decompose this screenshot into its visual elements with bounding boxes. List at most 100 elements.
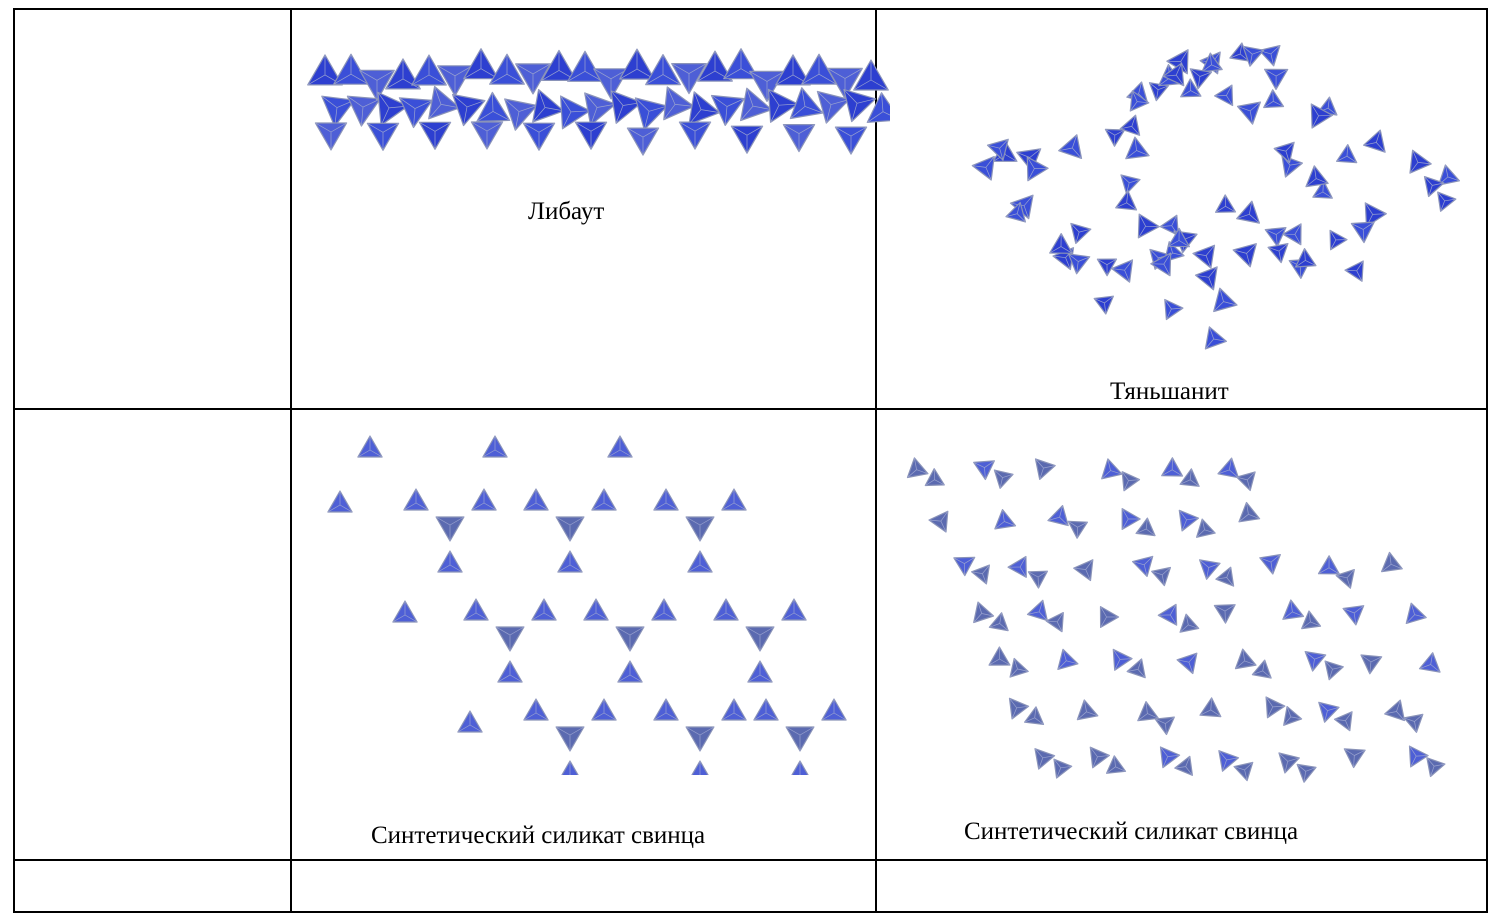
tetrahedron-edge — [1301, 610, 1321, 629]
tetrahedron-edge — [452, 94, 486, 126]
tetrahedron-icon — [1242, 45, 1265, 67]
tetrahedron-edge — [1101, 458, 1123, 480]
tetrahedron-icon — [1218, 750, 1240, 772]
tetrahedron-edge — [591, 489, 617, 511]
tetrahedron-edge — [482, 436, 508, 458]
tetrahedron-edge — [1149, 82, 1169, 101]
tetrahedron-icon — [1076, 699, 1099, 721]
tetrahedron-edge — [411, 55, 447, 86]
tetrahedron-icon — [1409, 149, 1432, 174]
tetrahedron-edge — [740, 88, 772, 121]
tetrahedron-edge — [685, 726, 715, 751]
table-border-right — [1486, 8, 1488, 913]
tetrahedron-edge — [523, 489, 549, 511]
tetrahedron-icon — [988, 612, 1009, 632]
tetrahedron-edge — [790, 87, 823, 119]
lead-silicate-figure-2 — [906, 457, 1446, 783]
tetrahedron-edge — [1406, 603, 1427, 624]
tetrahedron-edge — [1267, 243, 1289, 263]
tetrahedron-edge — [333, 54, 369, 85]
tetrahedron-edge — [1090, 746, 1110, 768]
tetrahedron-edge — [463, 599, 489, 621]
tetrahedron-edge — [399, 97, 433, 128]
tetrahedron-edge — [1252, 660, 1272, 679]
tetrahedron-edge — [1278, 752, 1300, 774]
tetrahedron-edge — [1304, 651, 1326, 672]
tetrahedron-edge — [1236, 471, 1256, 491]
tetrahedron-edge — [1160, 746, 1180, 768]
tetrahedron-edge — [1057, 649, 1078, 670]
tetrahedron-icon — [532, 88, 565, 123]
column-divider-2 — [875, 8, 877, 913]
tetrahedron-edge — [1174, 756, 1193, 776]
tetrahedron-edge — [928, 511, 949, 533]
tetrahedron-edge — [994, 509, 1016, 530]
tetrahedron-edge — [1097, 258, 1117, 276]
tetrahedron-icon — [740, 87, 773, 122]
tetrahedron-icon — [1408, 745, 1429, 768]
tetrahedron-edge — [1282, 223, 1302, 245]
tetrahedron-edge — [843, 89, 876, 122]
tetrahedron-icon — [1058, 134, 1083, 159]
tetrahedron-edge — [1005, 202, 1026, 223]
tetrahedron-edge — [627, 127, 659, 156]
tetrahedron-edge — [1403, 714, 1424, 733]
tetrahedron-edge — [515, 63, 551, 94]
tetrahedron-edge — [437, 551, 463, 573]
tetrahedron-icon — [1333, 711, 1353, 732]
tetrahedron-edge — [867, 92, 890, 123]
tetrahedron-edge — [711, 95, 745, 126]
tetrahedron-edge — [1179, 510, 1199, 532]
tetrahedron-edge — [615, 626, 645, 651]
tetrahedron-edge — [1121, 471, 1140, 491]
tetrahedron-edge — [471, 121, 503, 149]
tetrahedron-icon — [1089, 746, 1110, 769]
tetrahedron-edge — [721, 699, 747, 721]
tetrahedron-icon — [1282, 599, 1305, 620]
tetrahedron-edge — [635, 97, 668, 130]
tetrahedron-icon — [452, 93, 486, 127]
tetrahedron-icon — [1199, 697, 1222, 718]
tetrahedron-edge — [1177, 652, 1198, 674]
tetrahedron-edge — [989, 612, 1009, 631]
table-border-top — [13, 8, 1488, 10]
tetrahedron-edge — [392, 601, 418, 623]
tetrahedron-icon — [428, 85, 461, 120]
tetrahedron-icon — [1217, 457, 1239, 479]
tetrahedron-edge — [663, 86, 694, 120]
tetrahedron-edge — [801, 54, 837, 85]
tetrahedron-edge — [1195, 266, 1218, 290]
tetrahedron-edge — [1135, 518, 1156, 536]
tetrahedron-icon — [398, 97, 433, 129]
tetrahedron-icon — [1265, 696, 1286, 719]
tetrahedron-icon — [346, 95, 381, 127]
tetrahedron-edge — [1068, 521, 1088, 539]
tetrahedron-icon — [1251, 659, 1272, 679]
tetrahedron-edge — [1334, 711, 1353, 731]
tetrahedron-icon — [1034, 748, 1056, 770]
tetrahedron-icon — [1194, 266, 1218, 291]
tetrahedron-edge — [1132, 556, 1153, 577]
tetrahedron-icon — [1115, 190, 1138, 211]
tetrahedron-icon — [971, 155, 995, 181]
tetrahedron-edge — [1205, 326, 1227, 350]
tetrahedron-icon — [1174, 755, 1193, 776]
tetrahedron-edge — [1180, 78, 1202, 98]
tetrahedron-icon — [866, 92, 890, 124]
tetrahedron-edge — [671, 63, 707, 94]
tetrahedron-icon — [767, 88, 799, 123]
tetrahedron-edge — [1259, 554, 1281, 575]
tetrahedron-icon — [1121, 471, 1141, 492]
tetrahedron-edge — [1295, 248, 1317, 268]
tetrahedron-edge — [1237, 101, 1261, 125]
tetrahedron-icon — [663, 86, 695, 121]
caption-lead-silicate-1: Синтетический силикат свинца — [371, 822, 706, 849]
tetrahedron-edge — [357, 436, 383, 458]
tetrahedron-edge — [1150, 252, 1171, 276]
tetrahedron-edge — [419, 121, 451, 150]
tetrahedron-edge — [1035, 458, 1056, 480]
tetrahedron-icon — [1073, 559, 1094, 582]
tetrahedron-edge — [768, 89, 799, 123]
tetrahedron-icon — [1350, 221, 1375, 244]
tetrahedron-edge — [1318, 555, 1340, 575]
